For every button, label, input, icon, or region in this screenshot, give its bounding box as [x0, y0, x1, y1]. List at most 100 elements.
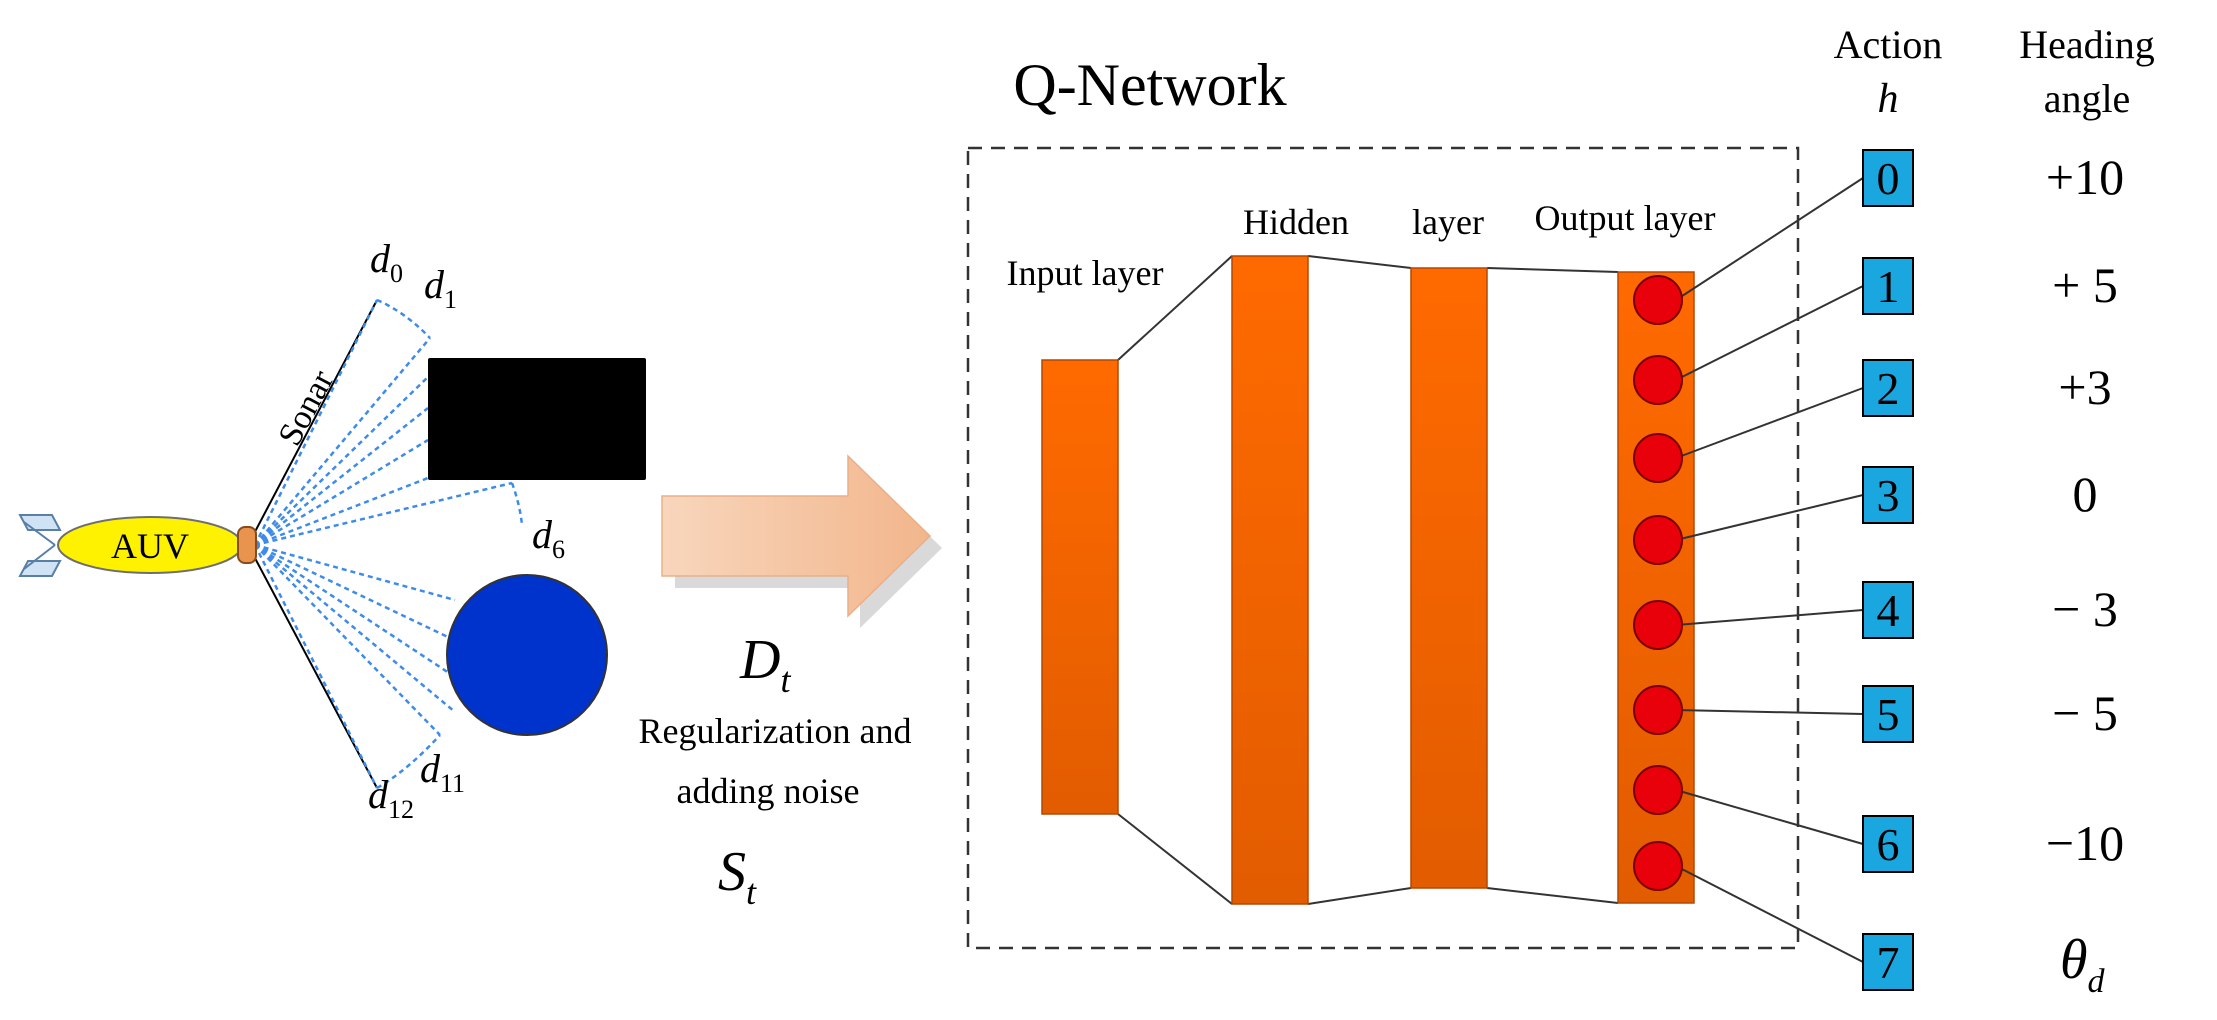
layer-connections	[1117, 255, 1619, 905]
action-index: 6	[1877, 819, 1900, 870]
output-neuron	[1633, 355, 1683, 405]
sonar-beam	[253, 299, 379, 546]
process-line-2: adding noise	[677, 771, 860, 811]
output-layer-label: Output layer	[1535, 198, 1716, 238]
neuron-action-connector	[1675, 494, 1864, 541]
neuron-action-connector	[1675, 285, 1864, 381]
action-box	[1862, 933, 1914, 991]
neuron-action-connector	[1675, 177, 1864, 301]
action-box	[1862, 359, 1914, 417]
heading-angle-value: +10	[2046, 149, 2124, 205]
output-neuron	[1633, 685, 1683, 735]
heading-angle-header-1: Heading	[2019, 22, 2155, 67]
action-item: 5 − 5	[1862, 685, 2118, 743]
heading-angle-value: +3	[2058, 359, 2111, 415]
beam-label-d6: d6	[532, 512, 565, 564]
output-neuron	[1633, 433, 1683, 483]
output-neuron	[1633, 765, 1683, 815]
rectangular-obstacle	[428, 358, 646, 480]
hidden-layer-1	[1231, 255, 1309, 905]
action-index: 1	[1877, 261, 1900, 312]
action-index: 0	[1877, 153, 1900, 204]
action-item: 4− 3	[1862, 581, 2118, 639]
output-neuron	[1633, 600, 1683, 650]
sonar-beam	[254, 337, 431, 546]
action-index: 2	[1877, 363, 1900, 414]
auv-vehicle: AUV	[18, 514, 257, 577]
sonar-beam	[254, 543, 453, 677]
heading-angle-value: − 5	[2052, 685, 2118, 741]
sonar-beam	[254, 407, 429, 546]
action-item: 7 θd	[1862, 929, 2106, 1000]
sonar-beam	[254, 544, 456, 713]
sonar-arc-bottom	[376, 734, 441, 790]
action-item: 0 +10	[1862, 149, 2124, 207]
sonar-beam	[254, 476, 429, 547]
output-neurons	[1633, 177, 1864, 963]
output-neuron	[1633, 515, 1683, 565]
input-layer-label: Input layer	[1007, 253, 1164, 293]
neuron-action-connector	[1675, 387, 1864, 459]
network-title: Q-Network	[1013, 52, 1286, 118]
sonar-arc-mid	[510, 482, 524, 526]
sonar-beam	[254, 374, 431, 546]
auv-label: AUV	[111, 526, 189, 566]
sonar-label: Sonar	[271, 364, 341, 452]
sonar-beam	[254, 544, 441, 736]
output-neuron	[1633, 275, 1683, 325]
q-network: Q-Network Input layer Hidden layer Outpu…	[966, 52, 1864, 963]
st-symbol: St	[718, 841, 757, 912]
layer-label: layer	[1412, 202, 1484, 242]
sonar-arc-top	[376, 298, 431, 339]
neuron-action-connector	[1675, 609, 1864, 626]
sonar-beam	[254, 481, 513, 547]
sonar-beams	[253, 299, 513, 789]
action-index: 7	[1877, 937, 1900, 988]
heading-angle-value: + 5	[2052, 257, 2118, 313]
action-header: Action	[1834, 22, 1943, 67]
action-box	[1862, 815, 1914, 873]
hidden-layer-2	[1410, 267, 1488, 889]
sonar-lower-boundary	[247, 544, 378, 789]
action-item: 6 −10	[1862, 815, 2124, 873]
hidden-label: Hidden	[1243, 202, 1349, 242]
action-symbol: h	[1878, 76, 1899, 122]
input-layer	[1041, 359, 1119, 815]
transition-arrow	[661, 454, 932, 618]
process-line-1: Regularization and	[639, 711, 912, 751]
transition-section: Dt Regularization and adding noise St	[639, 454, 942, 912]
beam-label-d12: d12	[368, 772, 414, 824]
neuron-action-connector	[1675, 709, 1864, 715]
sonar-beam	[254, 438, 429, 547]
action-index: 3	[1877, 470, 1900, 521]
neuron-action-connector	[1675, 789, 1864, 845]
sonar-beam	[253, 544, 379, 789]
circular-obstacle	[446, 574, 608, 736]
action-item: 1 + 5	[1862, 257, 2118, 315]
beam-label-d11: d11	[420, 746, 465, 798]
action-item: 2 +3	[1862, 359, 2112, 417]
neuron-action-connector	[1675, 865, 1864, 963]
sonar-beam	[254, 543, 451, 640]
network-boundary	[966, 146, 1800, 950]
action-box	[1862, 149, 1914, 207]
sonar-beam	[254, 543, 456, 602]
heading-angle-value: −10	[2046, 815, 2124, 871]
dt-symbol: Dt	[739, 629, 791, 700]
sonar-scene: AUV Sonar d0 d1 d6 d11 d12	[18, 236, 646, 824]
beam-label-d0: d0	[370, 236, 403, 288]
action-box	[1862, 581, 1914, 639]
auv-sonar-head	[237, 526, 257, 564]
beam-label-d1: d1	[424, 262, 457, 314]
action-box	[1862, 257, 1914, 315]
output-neuron	[1633, 841, 1683, 891]
heading-angle-value: θd	[2060, 929, 2106, 1000]
action-box	[1862, 466, 1914, 524]
action-index: 4	[1877, 585, 1900, 636]
heading-angle-header-2: angle	[2044, 76, 2131, 121]
action-index: 5	[1877, 689, 1900, 740]
